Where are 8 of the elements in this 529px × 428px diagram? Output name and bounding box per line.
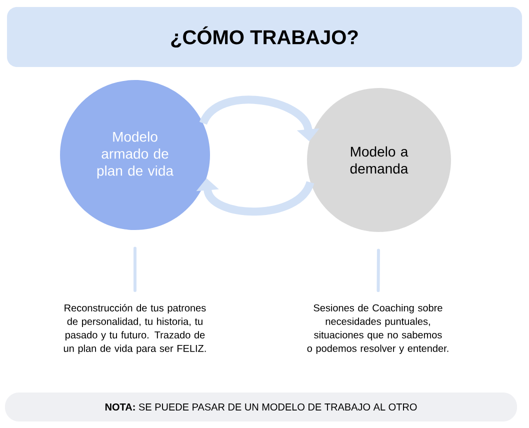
connector-line [376, 248, 380, 292]
description-text: Sesiones de Coaching sobre necesidades puntuales, situaciones que no sabemos o podemos resolver y entender. [307, 304, 448, 354]
circle-node: Modelo armado de plan de vida [60, 80, 210, 230]
title-band: ¿CÓMO TRABAJO? [7, 7, 522, 67]
note-band: NOTA: SE PUEDE PASAR DE UN MODELO DE TRABAJO AL OTRO [5, 392, 517, 422]
description-text: Reconstrucción de tus patrones de personalidad, tu historia, tu pasado y tu futuro. Trazado de un plan de vida para ser FELIZ. [64, 304, 206, 354]
connector-line [134, 246, 136, 292]
circle-node: Modelo a demanda [307, 88, 451, 232]
